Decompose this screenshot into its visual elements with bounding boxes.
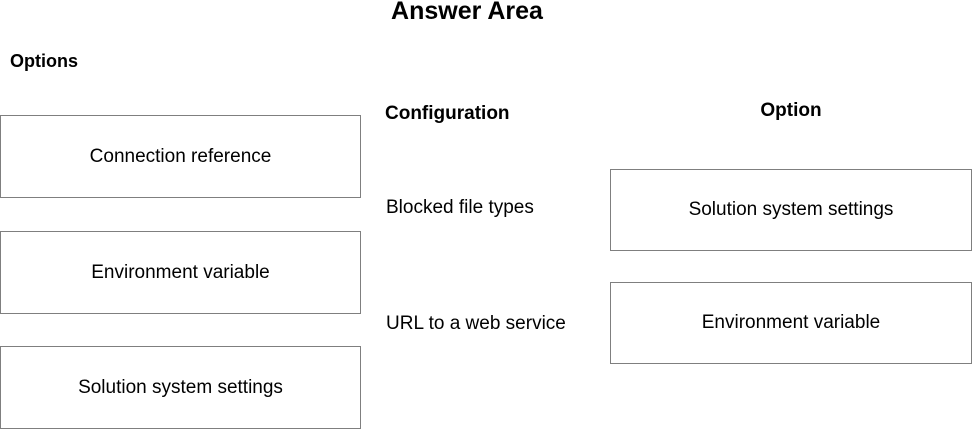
answer-slot-label: Solution system settings [688, 199, 894, 220]
option-solution-system-settings[interactable]: Solution system settings [0, 346, 361, 429]
option-environment-variable[interactable]: Environment variable [0, 231, 361, 314]
configuration-blocked-file-types: Blocked file types [386, 197, 534, 218]
option-label: Environment variable [91, 261, 270, 283]
answer-area-title: Answer Area [391, 0, 543, 25]
option-label: Connection reference [89, 145, 272, 167]
answer-slot-blocked-file-types[interactable]: Solution system settings [610, 169, 972, 251]
option-heading: Option [760, 100, 822, 121]
configuration-heading: Configuration [385, 103, 510, 124]
configuration-url-web-service: URL to a web service [386, 313, 566, 334]
answer-slot-url-web-service[interactable]: Environment variable [610, 282, 972, 364]
answer-slot-label: Environment variable [701, 312, 881, 333]
option-connection-reference[interactable]: Connection reference [0, 115, 361, 198]
option-label: Solution system settings [78, 376, 283, 398]
options-heading: Options [10, 51, 78, 71]
